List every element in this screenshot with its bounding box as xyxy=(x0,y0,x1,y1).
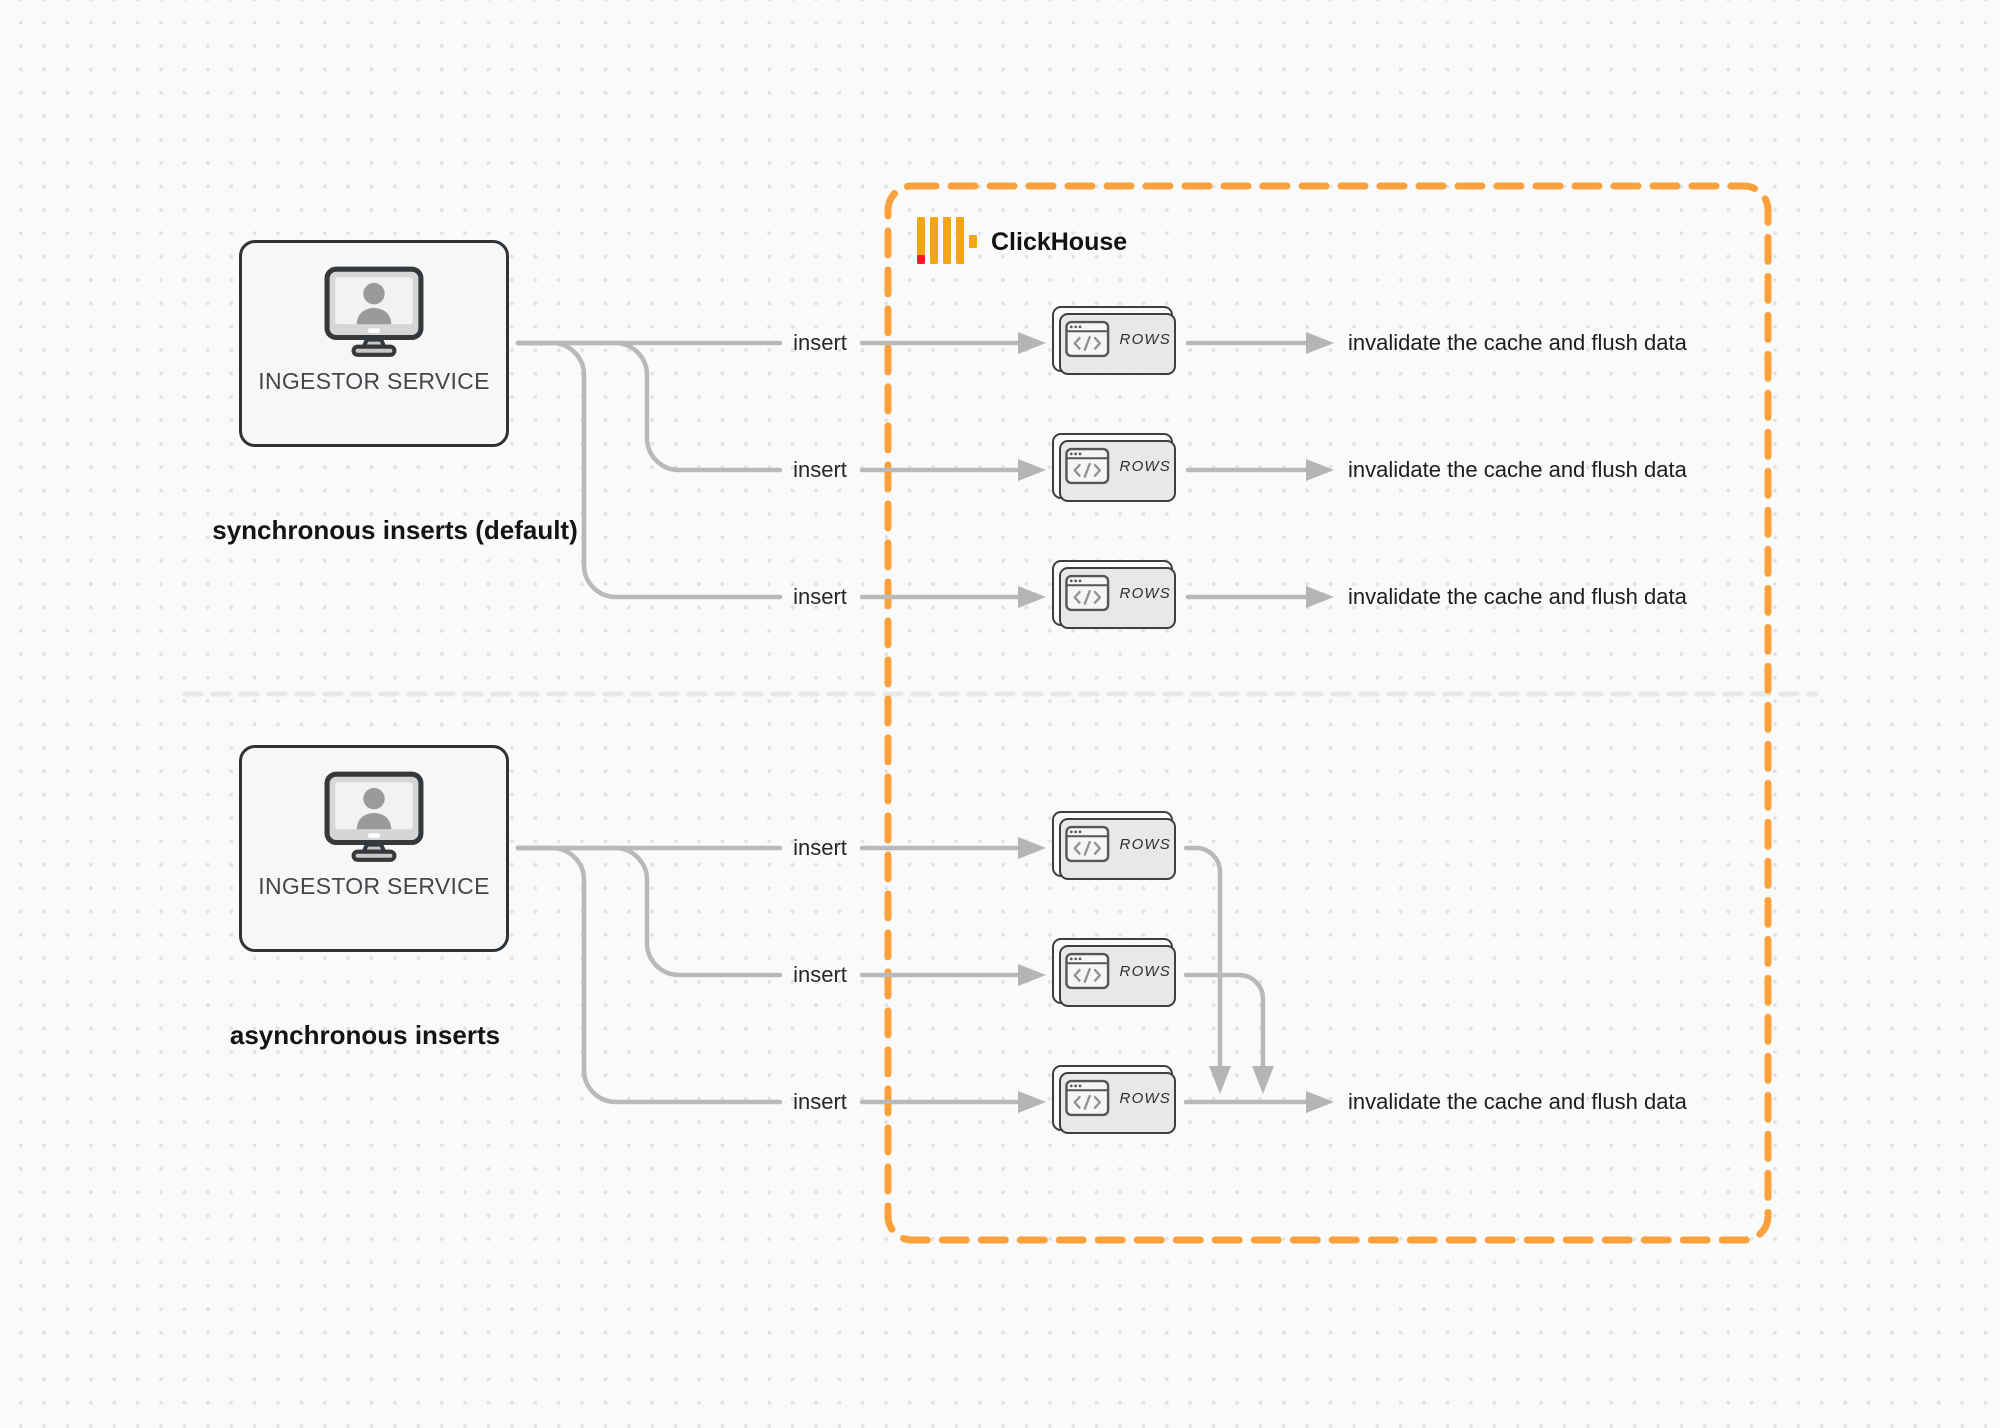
insert-label: insert xyxy=(793,330,847,355)
sync-insert-arrowhead-1 xyxy=(1018,332,1046,354)
async-result-arrowhead xyxy=(1306,1091,1334,1113)
rows-table-card: ROWS xyxy=(1052,433,1176,502)
rows-table-card: ROWS xyxy=(1052,306,1176,375)
clickhouse-title: ClickHouse xyxy=(991,228,1128,256)
async-line-row2 xyxy=(515,845,783,978)
code-window-icon xyxy=(1065,320,1110,358)
code-window-icon xyxy=(1065,574,1110,612)
sync-result-arrowhead-2 xyxy=(1306,459,1334,481)
code-window-icon xyxy=(1065,1079,1110,1117)
async-insert-arrowhead-1 xyxy=(1018,837,1046,859)
async-merge-line-1 xyxy=(1183,845,1223,1071)
rows-card-label: ROWS xyxy=(1119,962,1171,980)
rows-card-label: ROWS xyxy=(1119,835,1171,853)
insert-label: insert xyxy=(793,584,847,609)
async-insert-arrowhead-2 xyxy=(1018,964,1046,986)
result-label: invalidate the cache and flush data xyxy=(1348,584,1687,609)
async-merge-line-2 xyxy=(1183,972,1266,1071)
async-merge-arrowhead-1 xyxy=(1209,1066,1231,1094)
sync-result-arrowhead-3 xyxy=(1306,586,1334,608)
async-merge-arrowhead-2 xyxy=(1252,1066,1274,1094)
rows-card-label: ROWS xyxy=(1119,330,1171,348)
sync-insert-arrowhead-3 xyxy=(1018,586,1046,608)
async-section-title: asynchronous inserts xyxy=(229,1020,501,1050)
insert-label: insert xyxy=(793,962,847,987)
rows-table-card: ROWS xyxy=(1052,938,1176,1007)
clickhouse-container-border xyxy=(884,182,1772,1244)
rows-card-label: ROWS xyxy=(1119,1089,1171,1107)
clickhouse-logo-icon xyxy=(917,217,977,264)
monitor-user-icon xyxy=(324,771,424,862)
sync-section-title: synchronous inserts (default) xyxy=(212,515,578,545)
sync-ingestor-service-box: INGESTOR SERVICE xyxy=(239,240,509,447)
ingestor-service-label: INGESTOR SERVICE xyxy=(258,368,490,394)
rows-table-card: ROWS xyxy=(1052,811,1176,880)
sync-insert-arrowhead-2 xyxy=(1018,459,1046,481)
result-label: invalidate the cache and flush data xyxy=(1348,457,1687,482)
sync-line-row3 xyxy=(515,340,783,600)
code-window-icon xyxy=(1065,952,1110,990)
sync-result-arrowhead-1 xyxy=(1306,332,1334,354)
async-line-row3 xyxy=(515,845,783,1105)
insert-label: insert xyxy=(793,457,847,482)
code-window-icon xyxy=(1065,447,1110,485)
async-insert-arrowhead-3 xyxy=(1018,1091,1046,1113)
rows-table-card: ROWS xyxy=(1052,1065,1176,1134)
rows-card-label: ROWS xyxy=(1119,584,1171,602)
rows-card-label: ROWS xyxy=(1119,457,1171,475)
rows-table-card: ROWS xyxy=(1052,560,1176,629)
monitor-user-icon xyxy=(324,266,424,357)
code-window-icon xyxy=(1065,825,1110,863)
sync-line-row2 xyxy=(515,340,783,473)
insert-label: insert xyxy=(793,1089,847,1114)
result-label: invalidate the cache and flush data xyxy=(1348,1089,1687,1114)
async-ingestor-service-box: INGESTOR SERVICE xyxy=(239,745,509,952)
result-label: invalidate the cache and flush data xyxy=(1348,330,1687,355)
insert-label: insert xyxy=(793,835,847,860)
ingestor-service-label: INGESTOR SERVICE xyxy=(258,873,490,899)
